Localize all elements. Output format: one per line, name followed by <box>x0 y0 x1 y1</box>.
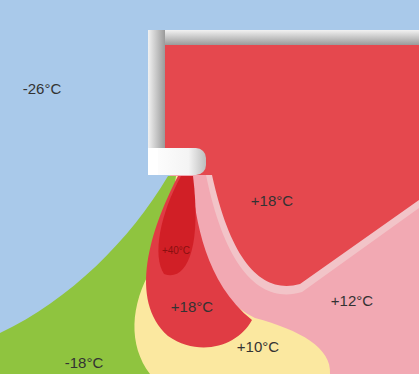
temperature-label: +40°C <box>162 245 190 256</box>
unit-mount <box>148 148 158 175</box>
air-curtain-unit <box>148 148 206 175</box>
temperature-label: +10°C <box>237 338 279 355</box>
temperature-label: +18°C <box>251 192 293 209</box>
temperature-label: +18°C <box>171 298 213 315</box>
temperature-label: +12°C <box>331 292 373 309</box>
ceiling-wall <box>148 30 419 45</box>
jet-core-40 <box>158 176 195 275</box>
temperature-label: -26°C <box>23 80 62 97</box>
temperature-label: -18°C <box>65 354 104 371</box>
door-lintel <box>148 30 165 150</box>
